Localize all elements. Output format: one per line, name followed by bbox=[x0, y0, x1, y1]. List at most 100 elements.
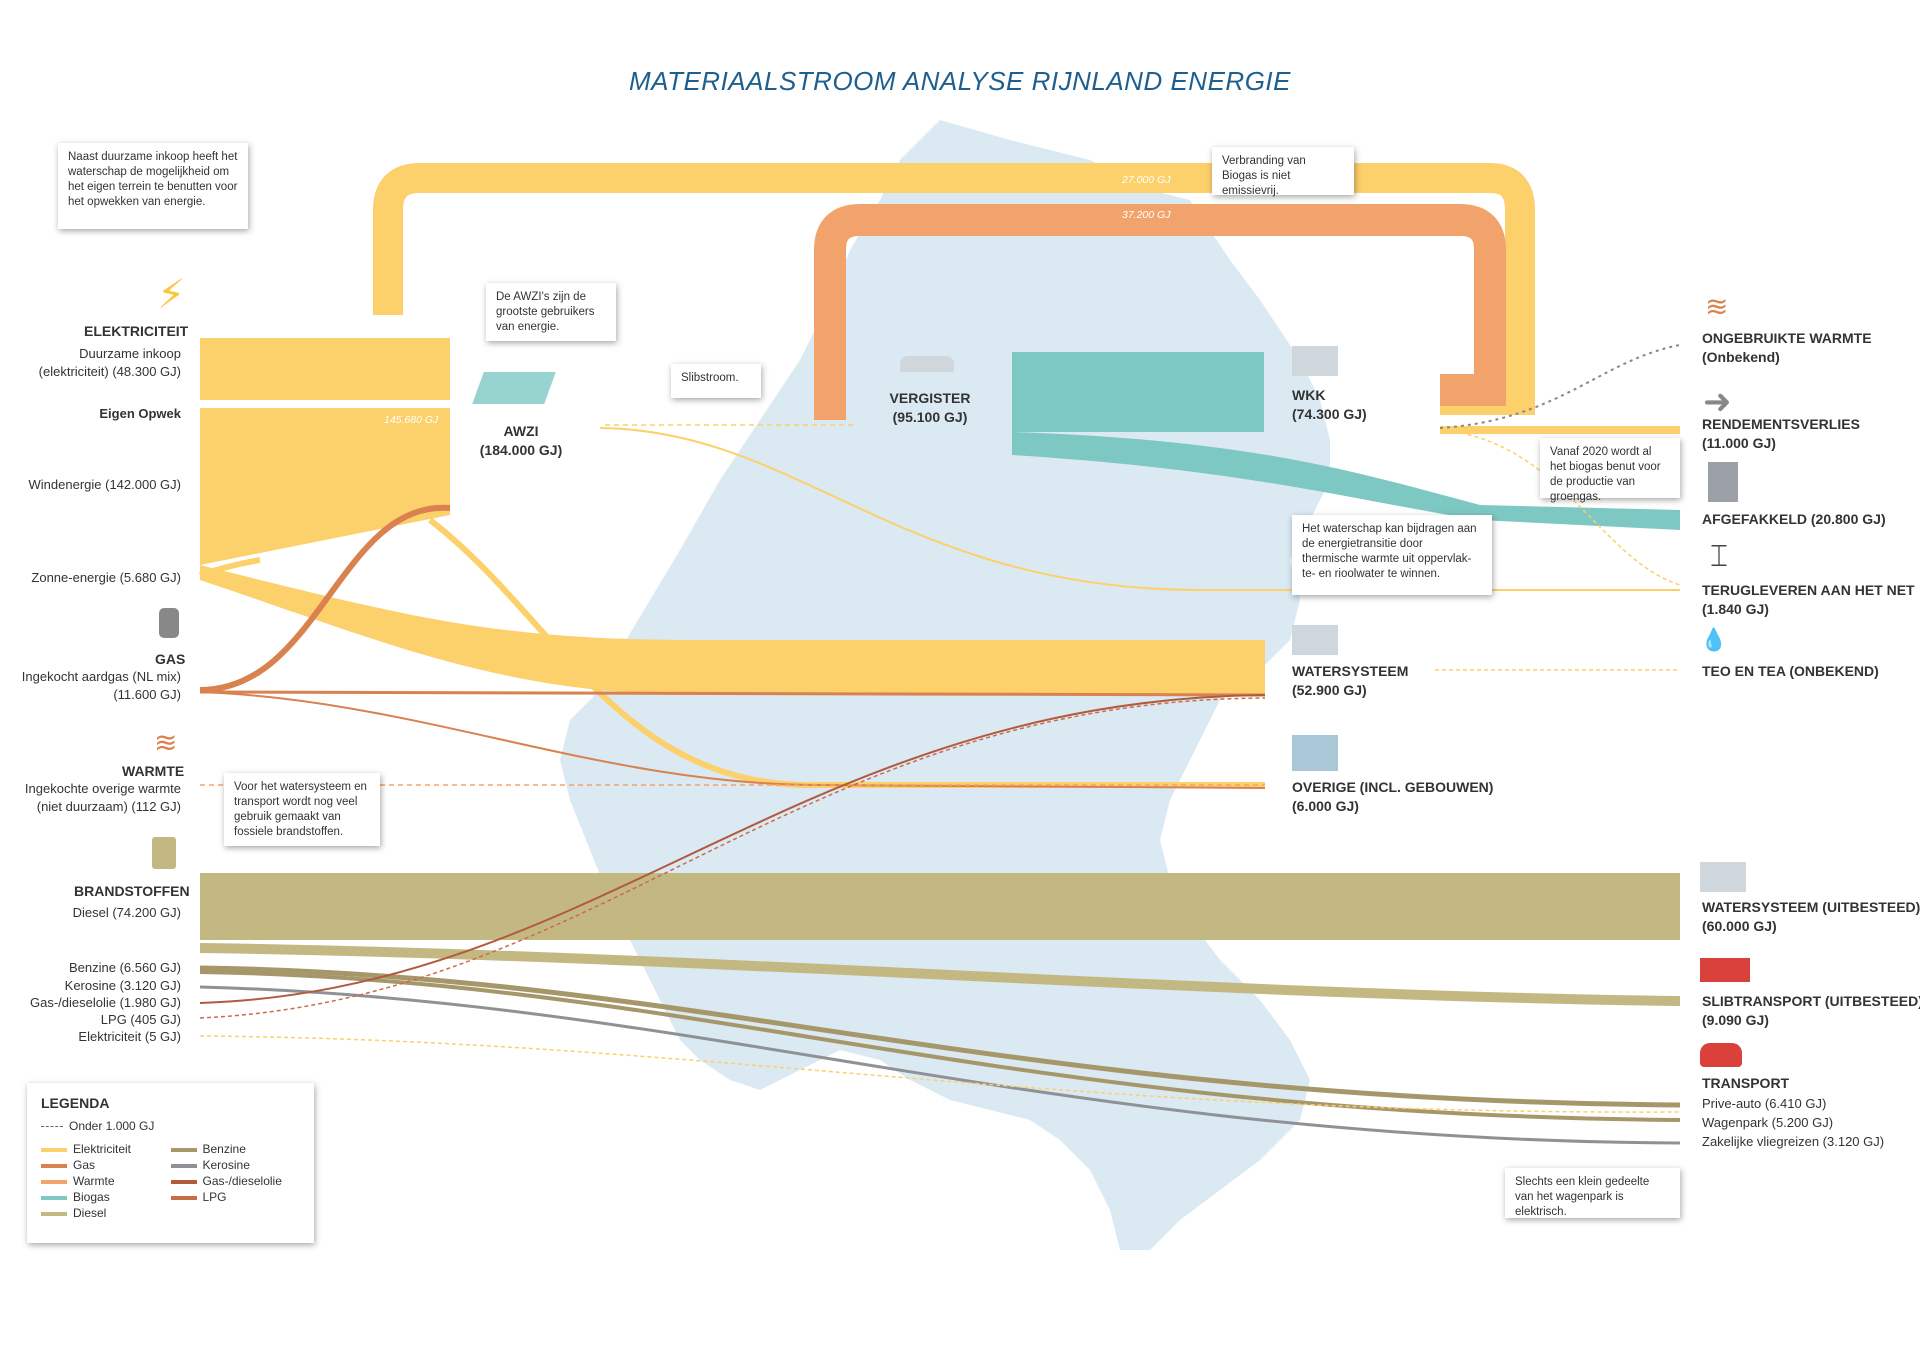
source-elek5: Elektriciteit (5 GJ) bbox=[78, 1029, 181, 1044]
water-drop-icon: 💧 bbox=[1700, 627, 1728, 652]
truck-icon bbox=[1700, 958, 1750, 982]
flow-elek-watersysteem bbox=[200, 565, 1265, 695]
legend-label: Biogas bbox=[73, 1190, 110, 1204]
sink-terug-value: (1.840 GJ) bbox=[1702, 601, 1769, 617]
callout-awzi-text: De AWZI's zijn de grootste gebruikers va… bbox=[496, 291, 595, 333]
node-overige-value: (6.000 GJ) bbox=[1292, 798, 1359, 814]
legend-label: LPG bbox=[202, 1190, 227, 1204]
node-overige: OVERIGE (INCL. GEBOUWEN) (6.000 GJ) bbox=[1292, 778, 1493, 816]
node-overige-name: OVERIGE (INCL. GEBOUWEN) bbox=[1292, 779, 1494, 795]
legend-title: LEGENDA bbox=[41, 1095, 110, 1111]
sink-rendement: RENDEMENTSVERLIES (11.000 GJ) bbox=[1702, 415, 1860, 453]
legend-item: LPG bbox=[170, 1189, 301, 1205]
source-diesel: Diesel (74.200 GJ) bbox=[72, 905, 181, 920]
flow-biogas-block bbox=[1012, 352, 1264, 432]
callout-eigen-terrein: Naast duurzame inkoop heeft het watersch… bbox=[58, 143, 248, 229]
node-wkk-name: WKK bbox=[1292, 387, 1326, 403]
flow-elek-terug bbox=[599, 427, 1680, 591]
source-warmte-sub: Ingekochte overige warmte (niet duurzaam… bbox=[24, 781, 181, 814]
legend-label: Gas bbox=[73, 1158, 96, 1172]
legend-label: Diesel bbox=[73, 1206, 107, 1220]
sink-slib-name: SLIBTRANSPORT (UITBESTEED) bbox=[1702, 993, 1920, 1009]
source-warmte-title: WARMTE bbox=[122, 763, 185, 779]
flow-terug2 bbox=[1439, 429, 1681, 586]
source-gasdiesel: Gas-/dieselolie (1.980 GJ) bbox=[29, 995, 181, 1010]
legend-swatch bbox=[170, 1147, 197, 1152]
arrow-right-icon: ➜ bbox=[1703, 383, 1732, 421]
callout-slibstroom: Slibstroom. bbox=[671, 364, 761, 398]
legend-item: Warmte bbox=[41, 1173, 171, 1189]
callout-biogas-text: Verbranding van Biogas is niet emissievr… bbox=[1222, 155, 1306, 197]
sink-ws-uit-value: (60.000 GJ) bbox=[1702, 918, 1777, 934]
flow-ongebruikt bbox=[1439, 344, 1681, 429]
sink-ws-uit: WATERSYSTEEM (UITBESTEED) (60.000 GJ) bbox=[1702, 898, 1920, 936]
node-watersysteem-value: (52.900 GJ) bbox=[1292, 682, 1367, 698]
node-awzi: AWZI (184.000 GJ) bbox=[466, 422, 576, 460]
source-benzine: Benzine (6.560 GJ) bbox=[68, 960, 181, 975]
legend-swatch bbox=[41, 1195, 67, 1200]
node-watersysteem: WATERSYSTEEM (52.900 GJ) bbox=[1292, 662, 1408, 700]
flow-elek-overige bbox=[428, 517, 1265, 789]
legend-dashed: Onder 1.000 GJ bbox=[41, 1119, 300, 1133]
node-vergister: VERGISTER (95.100 GJ) bbox=[870, 389, 990, 427]
legend-swatch bbox=[170, 1163, 197, 1168]
legend-item: Elektriciteit bbox=[41, 1141, 171, 1157]
legend-item: Kerosine bbox=[170, 1157, 301, 1173]
legend-swatch bbox=[41, 1211, 67, 1216]
sink-rendement-value: (11.000 GJ) bbox=[1702, 435, 1776, 451]
flow-gas-awzi bbox=[199, 504, 451, 693]
sink-terug-name: TERUGLEVEREN AAN HET NET bbox=[1702, 582, 1915, 598]
flow-label-biogas: 27.000 GJ bbox=[1122, 174, 1171, 186]
awzi-icon bbox=[472, 372, 556, 404]
node-vergister-value: (95.100 GJ) bbox=[892, 409, 968, 425]
flow-gas-watersysteem bbox=[199, 690, 1266, 697]
factory-chimney-icon bbox=[1708, 462, 1738, 502]
legend-label: Gas-/dieselolie bbox=[202, 1174, 282, 1188]
legend-swatch bbox=[170, 1195, 197, 1200]
callout-slibstroom-text: Slibstroom. bbox=[681, 372, 739, 384]
heat-icon: ≋ bbox=[154, 727, 178, 758]
flow-label-awzi: 145.680 GJ bbox=[384, 414, 439, 426]
dashed-line-swatch bbox=[41, 1126, 63, 1128]
legend-label: Kerosine bbox=[202, 1158, 250, 1172]
heat-icon: ≋ bbox=[1705, 291, 1729, 322]
flow-duurzaam bbox=[200, 338, 450, 400]
node-awzi-name: AWZI bbox=[503, 423, 539, 439]
flow-kerosine bbox=[199, 985, 1681, 1145]
vergister-icon bbox=[900, 356, 954, 372]
callout-fossiel: Voor het watersysteem en transport wordt… bbox=[224, 773, 380, 846]
callout-thermisch: Het waterschap kan bijdragen aan de ener… bbox=[1292, 515, 1492, 595]
node-wkk-value: (74.300 GJ) bbox=[1292, 406, 1367, 422]
legend-item: Benzine bbox=[170, 1141, 301, 1157]
legend-swatch bbox=[41, 1147, 67, 1152]
legend-label: Benzine bbox=[202, 1142, 246, 1156]
watersysteem-building-icon bbox=[1292, 625, 1338, 655]
legend-dashed-label: Onder 1.000 GJ bbox=[69, 1119, 155, 1133]
car-icon bbox=[1700, 1043, 1742, 1067]
node-watersysteem-name: WATERSYSTEEM bbox=[1292, 663, 1409, 679]
overige-building-icon bbox=[1292, 735, 1338, 771]
node-wkk: WKK (74.300 GJ) bbox=[1292, 386, 1367, 424]
jerrycan-icon bbox=[152, 837, 176, 869]
flow-biogas-loop bbox=[373, 163, 1535, 415]
flow-warmte-loop bbox=[814, 204, 1506, 420]
callout-groengas: Vanaf 2020 wordt al het biogas benut voo… bbox=[1540, 438, 1680, 503]
legend-item: Gas bbox=[41, 1157, 171, 1173]
flow-gasdiesel bbox=[199, 694, 1266, 1004]
node-awzi-value: (184.000 GJ) bbox=[479, 442, 563, 458]
flow-gas-overige bbox=[199, 691, 1266, 789]
source-zon: Zonne-energie (5.680 GJ) bbox=[31, 570, 181, 585]
sink-ongebruikt-name: ONGEBRUIKTE WARMTE bbox=[1702, 330, 1872, 346]
callout-thermisch-text: Het waterschap kan bijdragen aan de ener… bbox=[1302, 523, 1477, 580]
callout-wagenpark-text: Slechts een klein gedeelte van het wagen… bbox=[1515, 1176, 1650, 1218]
sink-prive: Prive-auto (6.410 GJ) bbox=[1702, 1096, 1827, 1111]
sink-ws-uit-name: WATERSYSTEEM (UITBESTEED) bbox=[1702, 899, 1920, 915]
power-pylon-icon: ⌶ bbox=[1710, 540, 1728, 573]
sink-transport: TRANSPORT bbox=[1702, 1075, 1790, 1091]
source-brandstoffen-title: BRANDSTOFFEN bbox=[74, 883, 190, 899]
